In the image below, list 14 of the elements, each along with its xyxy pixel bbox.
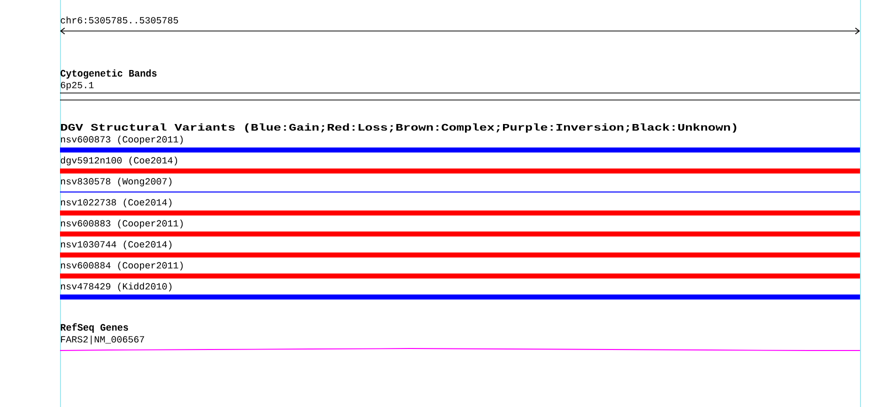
- variant-label: nsv1030744 (Coe2014): [61, 240, 172, 250]
- track-title: RefSeq Genes: [60, 323, 128, 333]
- track-title: DGV Structural Variants (Blue:Gain;Red:Loss;Brown:Complex;Purple:Inversion;Black:Unknown): [61, 123, 736, 133]
- variant-label: nsv600884 (Cooper2011): [61, 262, 183, 270]
- variant-label: nsv600883 (Cooper2011): [61, 220, 183, 228]
- band-label: 6p25.1: [60, 82, 94, 90]
- variant-label: nsv1022738 (Coe2014): [61, 198, 172, 208]
- variant-label: nsv830578 (Wong2007): [61, 178, 172, 186]
- gene-label: FARS2|NM_006567: [61, 336, 144, 344]
- variant-label: dgv5912n100 (Coe2014): [60, 156, 178, 166]
- coordinate-label: chr6:5305785..5305785: [60, 16, 178, 24]
- track-title: Cytogenetic Bands: [60, 69, 157, 79]
- variant-label: nsv478429 (Kidd2010): [61, 282, 172, 292]
- variant-label: nsv600873 (Cooper2011): [61, 136, 183, 144]
